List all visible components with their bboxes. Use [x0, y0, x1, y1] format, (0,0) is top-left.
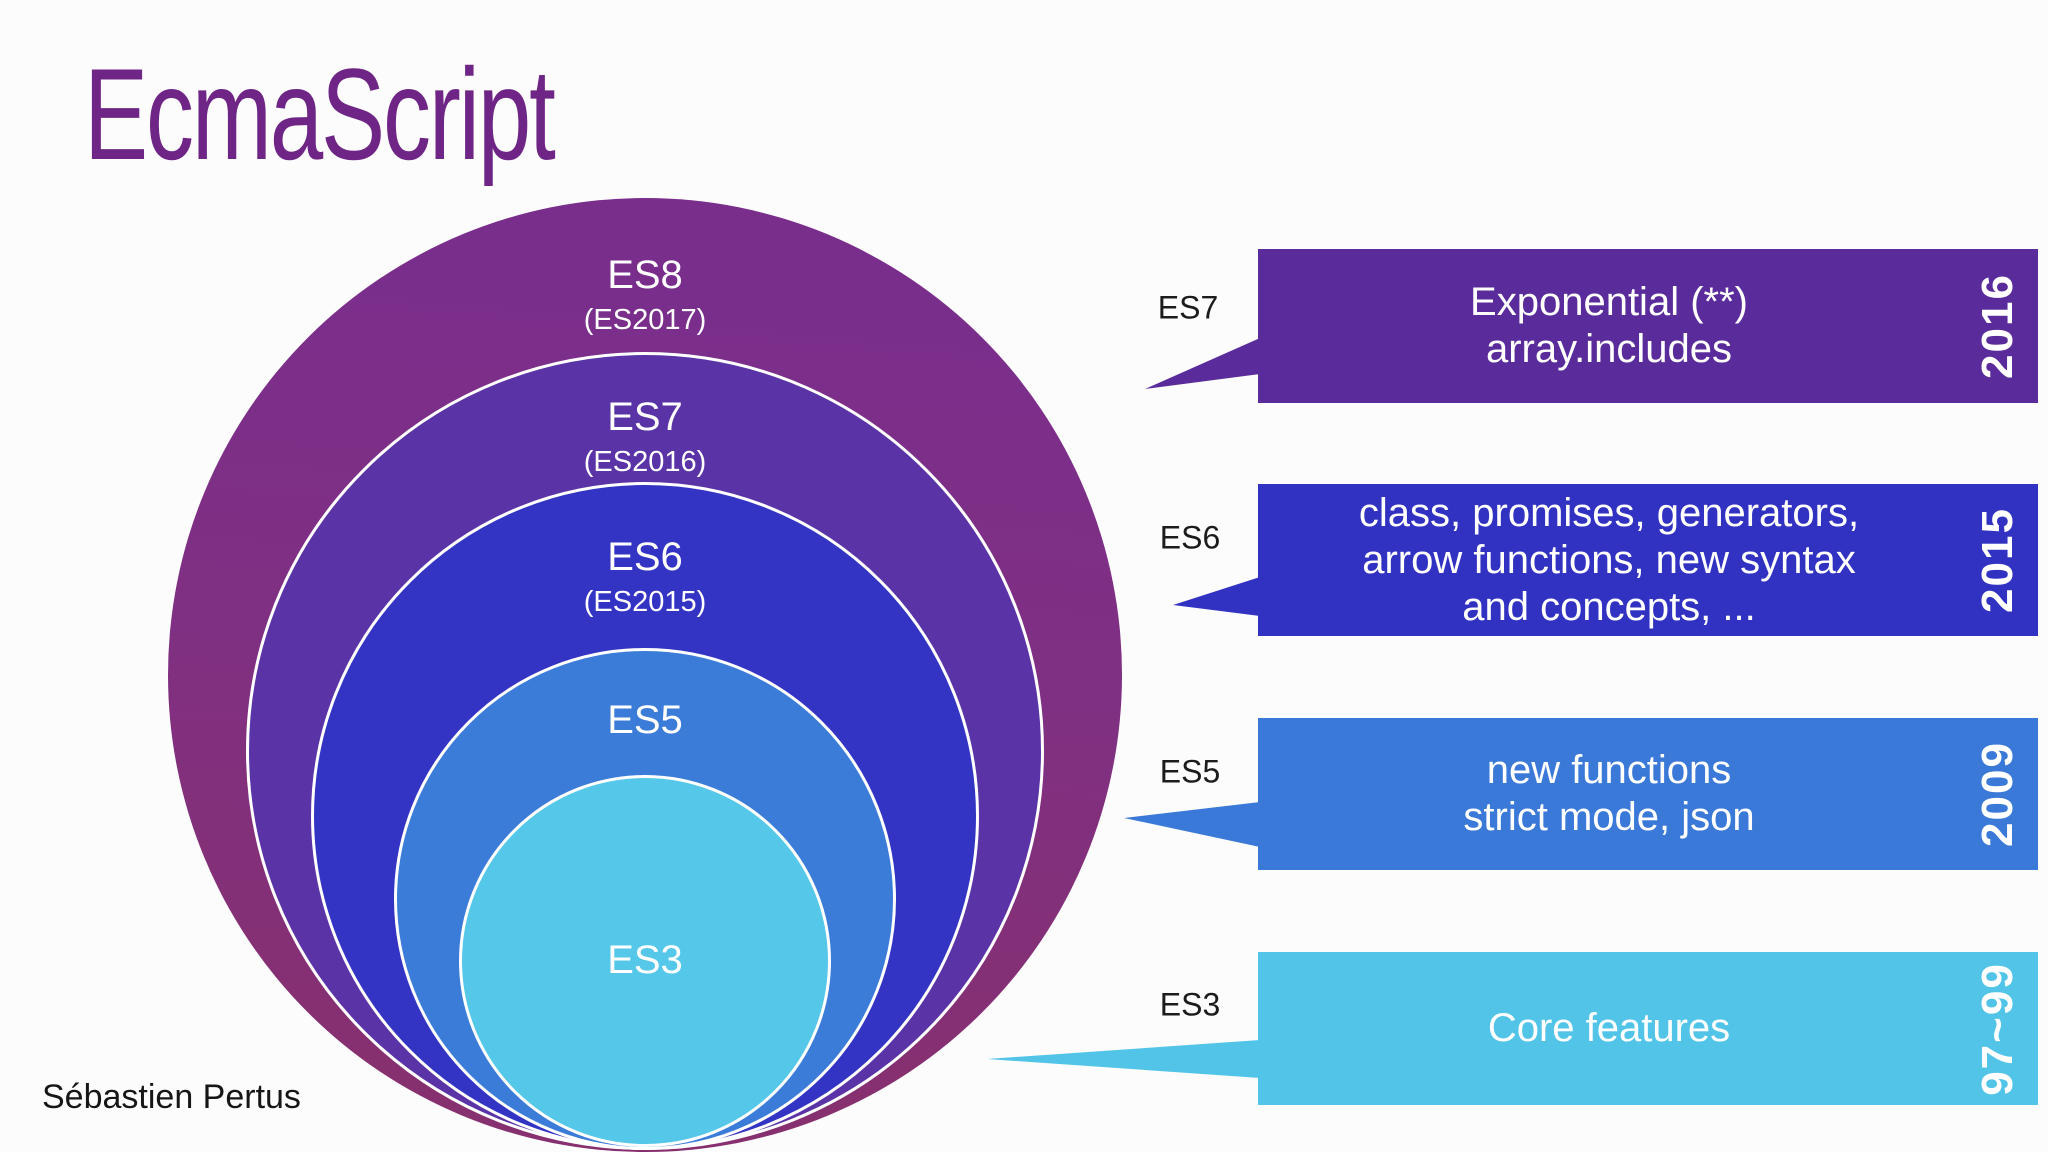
callout-es3-line1: Core features: [1487, 1006, 1731, 1050]
year-2015: 2015: [1973, 507, 2023, 613]
callout-es5: new functions strict mode, json 2009: [1258, 718, 2038, 870]
callout-es7: Exponential (**) array.includes 2016: [1258, 249, 2038, 403]
callout-es6-line2: arrow functions, new syntax: [1362, 537, 1856, 582]
callout-es3-text: Core features: [1488, 1005, 1730, 1052]
circle-label-es6-main: ES6: [607, 535, 683, 579]
year-97-99: 97~99: [1973, 961, 2023, 1096]
callout-es7-line1: Exponential (**): [1470, 280, 1748, 324]
circle-es3: [459, 775, 831, 1147]
callout-es6: class, promises, generators, arrow funct…: [1258, 484, 2038, 636]
tail-es3: [987, 1040, 1260, 1078]
callout-es6-line3: and concepts, ...: [1462, 584, 1756, 629]
circle-label-es7: ES7 (ES2016): [584, 394, 707, 479]
page-title: EcmaScript: [84, 41, 556, 187]
callout-es7-line2: array.includes: [1485, 327, 1733, 371]
circle-label-es8-main: ES8: [607, 253, 683, 297]
ref-label-es6: ES6: [1159, 519, 1221, 556]
circle-label-es3-main: ES3: [607, 938, 683, 982]
callout-es7-year: 2016: [1962, 249, 2034, 403]
ref-label-es5: ES5: [1159, 753, 1221, 790]
tail-es6: [1173, 577, 1260, 616]
circle-label-es7-sub: (ES2016): [583, 446, 707, 478]
callout-es5-line2: strict mode, json: [1463, 795, 1755, 839]
callout-es6-line1: class, promises, generators,: [1358, 490, 1860, 535]
callout-es3: Core features 97~99: [1258, 952, 2038, 1105]
callout-es5-year: 2009: [1962, 718, 2034, 870]
circle-label-es8-sub: (ES2017): [583, 304, 707, 336]
callout-es3-year: 97~99: [1962, 952, 2034, 1105]
author-credit: Sébastien Pertus: [42, 1078, 301, 1116]
tail-es5: [1124, 802, 1260, 847]
ref-label-es3: ES3: [1159, 986, 1221, 1023]
callout-es7-text: Exponential (**) array.includes: [1470, 279, 1748, 373]
callout-es5-line1: new functions: [1486, 748, 1732, 792]
circle-label-es7-main: ES7: [607, 395, 683, 439]
year-2009: 2009: [1973, 741, 2023, 847]
year-2016: 2016: [1973, 273, 2023, 379]
circle-label-es6-sub: (ES2015): [583, 586, 707, 618]
callout-es6-text: class, promises, generators, arrow funct…: [1359, 490, 1859, 631]
circle-label-es5: ES5: [607, 697, 683, 743]
circle-label-es3: ES3: [607, 937, 683, 983]
ref-label-es7: ES7: [1157, 289, 1219, 326]
callout-es5-text: new functions strict mode, json: [1463, 747, 1754, 841]
circle-label-es5-main: ES5: [607, 698, 683, 742]
circle-label-es8: ES8 (ES2017): [584, 252, 707, 337]
tail-es7: [1145, 338, 1260, 389]
callout-es6-year: 2015: [1962, 484, 2034, 636]
circle-label-es6: ES6 (ES2015): [584, 534, 707, 619]
